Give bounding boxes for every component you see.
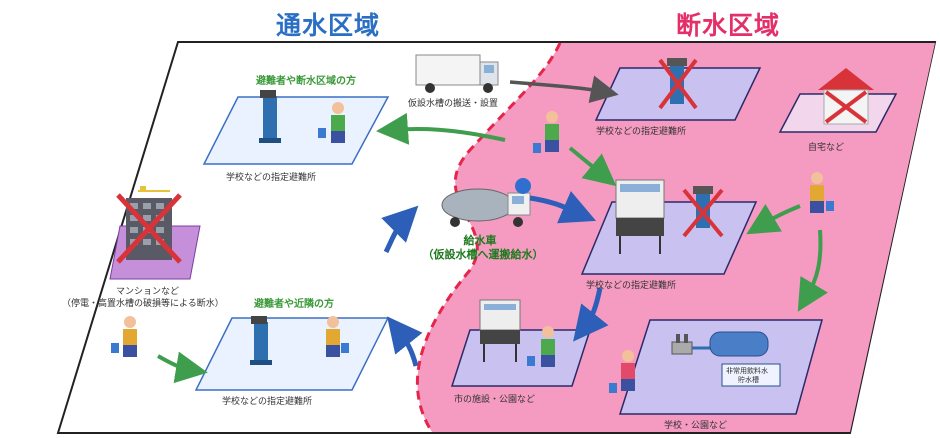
person-icon [111, 316, 137, 357]
water-supply-truck-icon [441, 178, 531, 227]
right-top-shelter-label: 学校などの指定避難所 [596, 127, 687, 137]
person-icon [810, 172, 834, 213]
home-label: 自宅など [808, 143, 845, 153]
mansion-label-2: （停電・高置水槽の破損等による断水） [62, 299, 224, 309]
arrow-to-center-shelter [568, 146, 617, 187]
top-left-zone [202, 96, 390, 165]
school-park-label: 学校・公園など [664, 421, 728, 431]
center-shelter-label: 学校などの指定避難所 [586, 281, 677, 291]
arrow-to-top-shelter [376, 112, 506, 145]
person-icon [326, 316, 349, 357]
supply-truck-label-1: 給水車 [463, 234, 497, 247]
transport-truck-icon [415, 54, 499, 93]
arrow-flow-up-1 [381, 205, 419, 254]
arrow-person-to-bottom-shelter [157, 351, 208, 384]
arrow-flow-up-2 [387, 316, 423, 367]
top-shelter-label: 学校などの指定避難所 [226, 173, 317, 183]
arrow-home-to-school-park [797, 229, 828, 312]
truck-label: 仮設水槽の搬送・設置 [408, 99, 499, 109]
bottom-group-label: 避難者や近隣の方 [254, 299, 334, 310]
top-group-label: 避難者や断水区域の方 [256, 76, 356, 87]
arrow-supply-to-center [529, 191, 597, 224]
arrow-home-to-center [746, 204, 801, 235]
person-icon [609, 350, 635, 393]
mansion-building-icon [116, 186, 182, 264]
cut-area-title: 断水区域 [676, 11, 781, 40]
supply-truck-label-2: （仮設水槽へ運搬給水） [422, 248, 544, 261]
person-icon [533, 111, 559, 153]
emergency-storage-tank-icon [692, 331, 781, 387]
park-zone [450, 329, 592, 387]
park-label: 市の施設・公園など [454, 395, 536, 405]
arrow-center-to-park [573, 287, 609, 342]
hydrant-icon [250, 316, 272, 365]
hydrant-icon [259, 90, 281, 143]
arrow-truck-to-right-shelter [509, 75, 619, 103]
storage-tank-label-2: 貯水槽 [738, 376, 759, 384]
person-icon [318, 102, 345, 143]
crossed-house-icon [818, 68, 874, 125]
person-icon [527, 326, 555, 367]
crossed-hydrant-icon [658, 58, 698, 110]
mansion-label-1: マンションなど [116, 287, 180, 297]
supplied-area-title: 通水区域 [276, 11, 381, 40]
bottom-shelter-label: 学校などの指定避難所 [222, 397, 313, 407]
faucet-icon [671, 334, 693, 355]
storage-tank-label-1: 非常用飲料水 [726, 367, 768, 375]
crossed-hydrant-icon [682, 186, 724, 238]
temporary-water-tank-icon [615, 179, 665, 254]
temporary-water-tank-icon [479, 299, 521, 362]
